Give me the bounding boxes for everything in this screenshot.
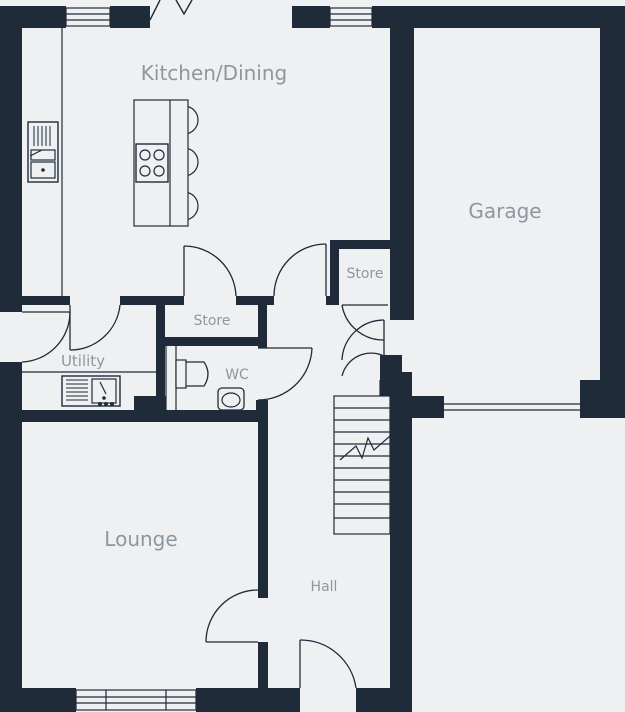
wall-lounge-right-upper	[258, 400, 268, 598]
door-kitchen-hall-swing	[273, 243, 327, 297]
door-garage-hall-swing-2	[341, 352, 385, 377]
window-kitchen-right	[329, 7, 373, 27]
wall-store-lower-right	[258, 296, 267, 348]
wall-stair-head	[380, 355, 402, 396]
stair-break-line	[339, 435, 391, 461]
basin-bowl	[221, 392, 241, 408]
room-label-store-upper: Store	[346, 266, 383, 282]
bifold-leaf-1	[149, 0, 161, 21]
wall-bottom-mid	[196, 688, 300, 712]
wall-kitchen-bottom-2	[120, 296, 184, 305]
staircase	[333, 395, 391, 535]
wall-left-kitchen	[0, 6, 22, 312]
utility-sink-icon	[61, 375, 121, 407]
tap-knob	[110, 402, 114, 406]
room-label-garage: Garage	[468, 199, 541, 223]
window-kitchen-left	[65, 7, 111, 27]
wall-left-lounge	[0, 372, 22, 712]
walls	[0, 6, 625, 712]
door-kitchen-utility-swing	[69, 304, 121, 351]
wc-fixtures	[175, 359, 245, 411]
utility-drainer-ribs	[66, 379, 88, 401]
room-label-store-lower: Store	[193, 313, 230, 329]
wall-kitchen-bottom-1	[0, 296, 70, 305]
windows	[65, 7, 373, 711]
sink-bowl-large	[30, 161, 56, 179]
wall-top-kitchen-mid	[110, 6, 150, 28]
wall-garage-corner	[390, 396, 444, 418]
room-label-lounge: Lounge	[104, 527, 177, 551]
kitchen-island	[133, 99, 199, 227]
wall-utility-right	[156, 296, 165, 414]
window-lounge	[75, 689, 197, 711]
sink-drain	[41, 168, 45, 172]
hob-ring-icon	[139, 149, 151, 161]
door-lounge-swing	[205, 589, 259, 643]
wall-right-hall	[390, 372, 412, 712]
wall-top-garage	[372, 6, 625, 28]
wall-lounge-top	[0, 410, 266, 422]
door-garage-hall-swing	[341, 319, 385, 361]
stair-outline	[333, 395, 391, 535]
tap-icon	[29, 149, 43, 157]
bifold-leaf-2	[175, 0, 193, 16]
wall-utility-door-jamb	[0, 362, 22, 372]
hob-ring-icon	[153, 149, 165, 161]
drainer-ribs	[33, 126, 51, 146]
door-utility-external-swing	[21, 311, 71, 363]
wall-store-top	[330, 240, 392, 249]
wall-utility-pier	[134, 396, 166, 422]
wall-store-left	[330, 240, 339, 305]
hob-ring-icon	[153, 165, 165, 177]
utility-sink-frame	[61, 375, 121, 407]
kitchen-sink-icon	[27, 121, 59, 183]
sink-frame	[27, 121, 59, 183]
worktop-lines	[22, 28, 580, 411]
hob-icon	[135, 143, 169, 183]
hob-ring-icon	[139, 165, 151, 177]
tap-icon	[99, 381, 107, 395]
room-label-wc: WC	[225, 367, 249, 383]
wall-kitchen-bottom-3	[236, 296, 274, 305]
bifold-doors	[149, 0, 193, 21]
cistern-icon	[175, 359, 187, 389]
wall-garage-right-pier	[580, 380, 625, 418]
tap-knob	[98, 402, 102, 406]
wall-garage-left	[390, 6, 414, 320]
wall-top-kitchen-right	[292, 6, 330, 28]
room-label-hall: Hall	[311, 579, 338, 595]
room-labels: Kitchen/Dining Garage Store Store Utilit…	[61, 61, 542, 595]
door-store-lower-swing	[183, 245, 237, 297]
wall-wc-top	[156, 337, 266, 346]
door-front-swing	[299, 639, 357, 689]
door-wc-swing	[257, 347, 313, 401]
wall-garage-right	[600, 6, 625, 418]
utility-sink-drain	[102, 396, 106, 400]
tap-knob	[104, 402, 108, 406]
wall-lounge-right-lower	[258, 642, 268, 712]
utility-sink-bowl	[91, 378, 117, 404]
room-label-utility: Utility	[61, 352, 105, 370]
room-label-kitchen-dining: Kitchen/Dining	[141, 61, 287, 85]
wall-bottom-left	[0, 688, 76, 712]
doors	[21, 243, 388, 689]
